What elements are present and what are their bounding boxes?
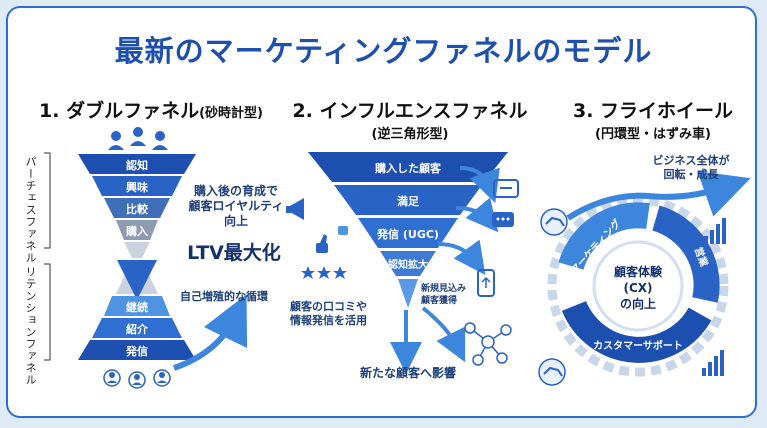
retention-bracket — [44, 263, 51, 361]
stage-referral — [92, 318, 182, 338]
stage-ugc — [358, 218, 458, 248]
thumbs-up-icon — [316, 234, 328, 253]
diagram-svg: 認知 興味 比較 購入 継続 紹介 発信 購入した顧客 満足 発信 (UGC) — [44, 127, 751, 389]
purchase-funnel-label: パーチェスファネル — [24, 156, 37, 264]
flywheel-gear-ring — [547, 195, 729, 377]
flywheel-center — [592, 240, 684, 332]
stage-label: 発信 — [125, 344, 148, 358]
stage-advocacy — [78, 340, 196, 360]
bar-chart-icon — [704, 218, 726, 244]
share-arrow — [459, 166, 500, 204]
double-funnel-heading-text: 1. ダブルファネル — [39, 100, 200, 122]
stage-label: 継続 — [126, 300, 148, 314]
stage-awareness — [78, 154, 196, 174]
purchase-bracket — [44, 152, 51, 249]
share-arrow — [455, 197, 499, 233]
stage-comparison — [104, 198, 170, 218]
stage-label: 興味 — [126, 180, 148, 194]
ltv-label: LTV最大化 — [187, 242, 281, 264]
stage-label: 認知 — [126, 158, 148, 172]
business-growth-note: ビジネス全体が 回転・成長 — [636, 154, 746, 182]
ugc-note-line: 顧客の口コミや — [290, 300, 367, 313]
share-arrow — [421, 306, 466, 363]
flywheel-subheading: (円環型・はずみ車) — [595, 127, 711, 142]
hourglass-neck — [124, 242, 150, 258]
ugc-note-line: 情報発信を活用 — [290, 313, 367, 327]
loyalty-note-line: 購入後の育成で — [193, 184, 278, 198]
smartphone-icon — [477, 269, 495, 297]
cycle-arrow — [173, 294, 248, 371]
influence-funnel-subheading: (逆三角形型) — [371, 127, 449, 142]
stage-purchase — [116, 220, 158, 240]
growth-arrow — [566, 171, 751, 221]
message-icon — [492, 212, 514, 227]
cycle-label: 自己増殖的な循環 — [180, 290, 268, 303]
network-icon — [464, 322, 512, 366]
stage-awareness-expansion — [380, 251, 436, 276]
retention-funnel-label: リテンションファネル — [24, 266, 37, 386]
business-growth-line: 回転・成長 — [663, 167, 719, 181]
flywheel-heading: 3. フライホイール — [572, 100, 734, 122]
double-funnel-subheading: (砂時計型) — [199, 106, 263, 121]
stage-label: 紹介 — [126, 322, 149, 336]
handshake-icon — [538, 358, 566, 386]
loyalty-note: 購入後の育成で 顧客ロイヤルティ 向上 — [186, 184, 286, 229]
stage-interest — [92, 176, 182, 196]
ugc-note: 顧客の口コミや 情報発信を活用 — [290, 300, 400, 328]
center-label: の向上 — [620, 296, 656, 311]
share-arrow — [437, 239, 486, 275]
tip-label: 新規見込み — [421, 282, 466, 294]
new-customer-influence: 新たな顧客へ影響 — [359, 366, 456, 380]
segment-sales-arc — [651, 205, 720, 303]
people-icons-top — [108, 127, 168, 150]
influence-stage-label: 購入した顧客 — [374, 161, 442, 175]
segment-marketing-arc — [558, 202, 650, 271]
tip-label: 顧客獲得 — [421, 294, 457, 306]
segment-support-arc — [561, 300, 712, 363]
chat-icon — [493, 179, 519, 198]
double-funnel-heading: 1. ダブルファネル(砂時計型) — [36, 96, 266, 123]
stage-label: 比較 — [126, 202, 149, 216]
handshake-icon — [540, 208, 568, 236]
influence-stage-label: 発信 (UGC) — [376, 227, 439, 241]
like-icon — [338, 226, 348, 235]
influence-stage-label: 満足 — [397, 194, 420, 208]
page-title: 最新のマーケティングファネルのモデル — [114, 34, 653, 68]
center-label: (CX) — [623, 281, 652, 295]
stage-new-prospects — [398, 279, 418, 308]
people-icons-bottom — [103, 369, 171, 389]
bar-chart-icon — [702, 350, 724, 376]
stage-retention — [104, 296, 170, 316]
loyalty-note-line: 向上 — [223, 214, 248, 228]
stage-satisfaction — [334, 185, 482, 215]
business-growth-line: ビジネス全体が — [652, 154, 730, 167]
diagram-frame: 最新のマーケティングファネルのモデル 1. ダブルファネル(砂時計型) 2. イ… — [6, 6, 757, 418]
stage-purchased-customer — [308, 152, 508, 182]
segment-label: カスタマーサポート — [593, 339, 683, 352]
influence-stage-label: 認知拡大 — [388, 258, 428, 271]
loyalty-note-line: 顧客ロイヤルティ — [188, 199, 284, 213]
center-label: 顧客体験 — [614, 264, 663, 279]
megaphone-icon — [286, 198, 304, 220]
star-icon — [301, 266, 347, 279]
influence-funnel-heading: 2. インフルエンスファネル — [292, 100, 528, 122]
stage-label: 購入 — [125, 224, 148, 238]
